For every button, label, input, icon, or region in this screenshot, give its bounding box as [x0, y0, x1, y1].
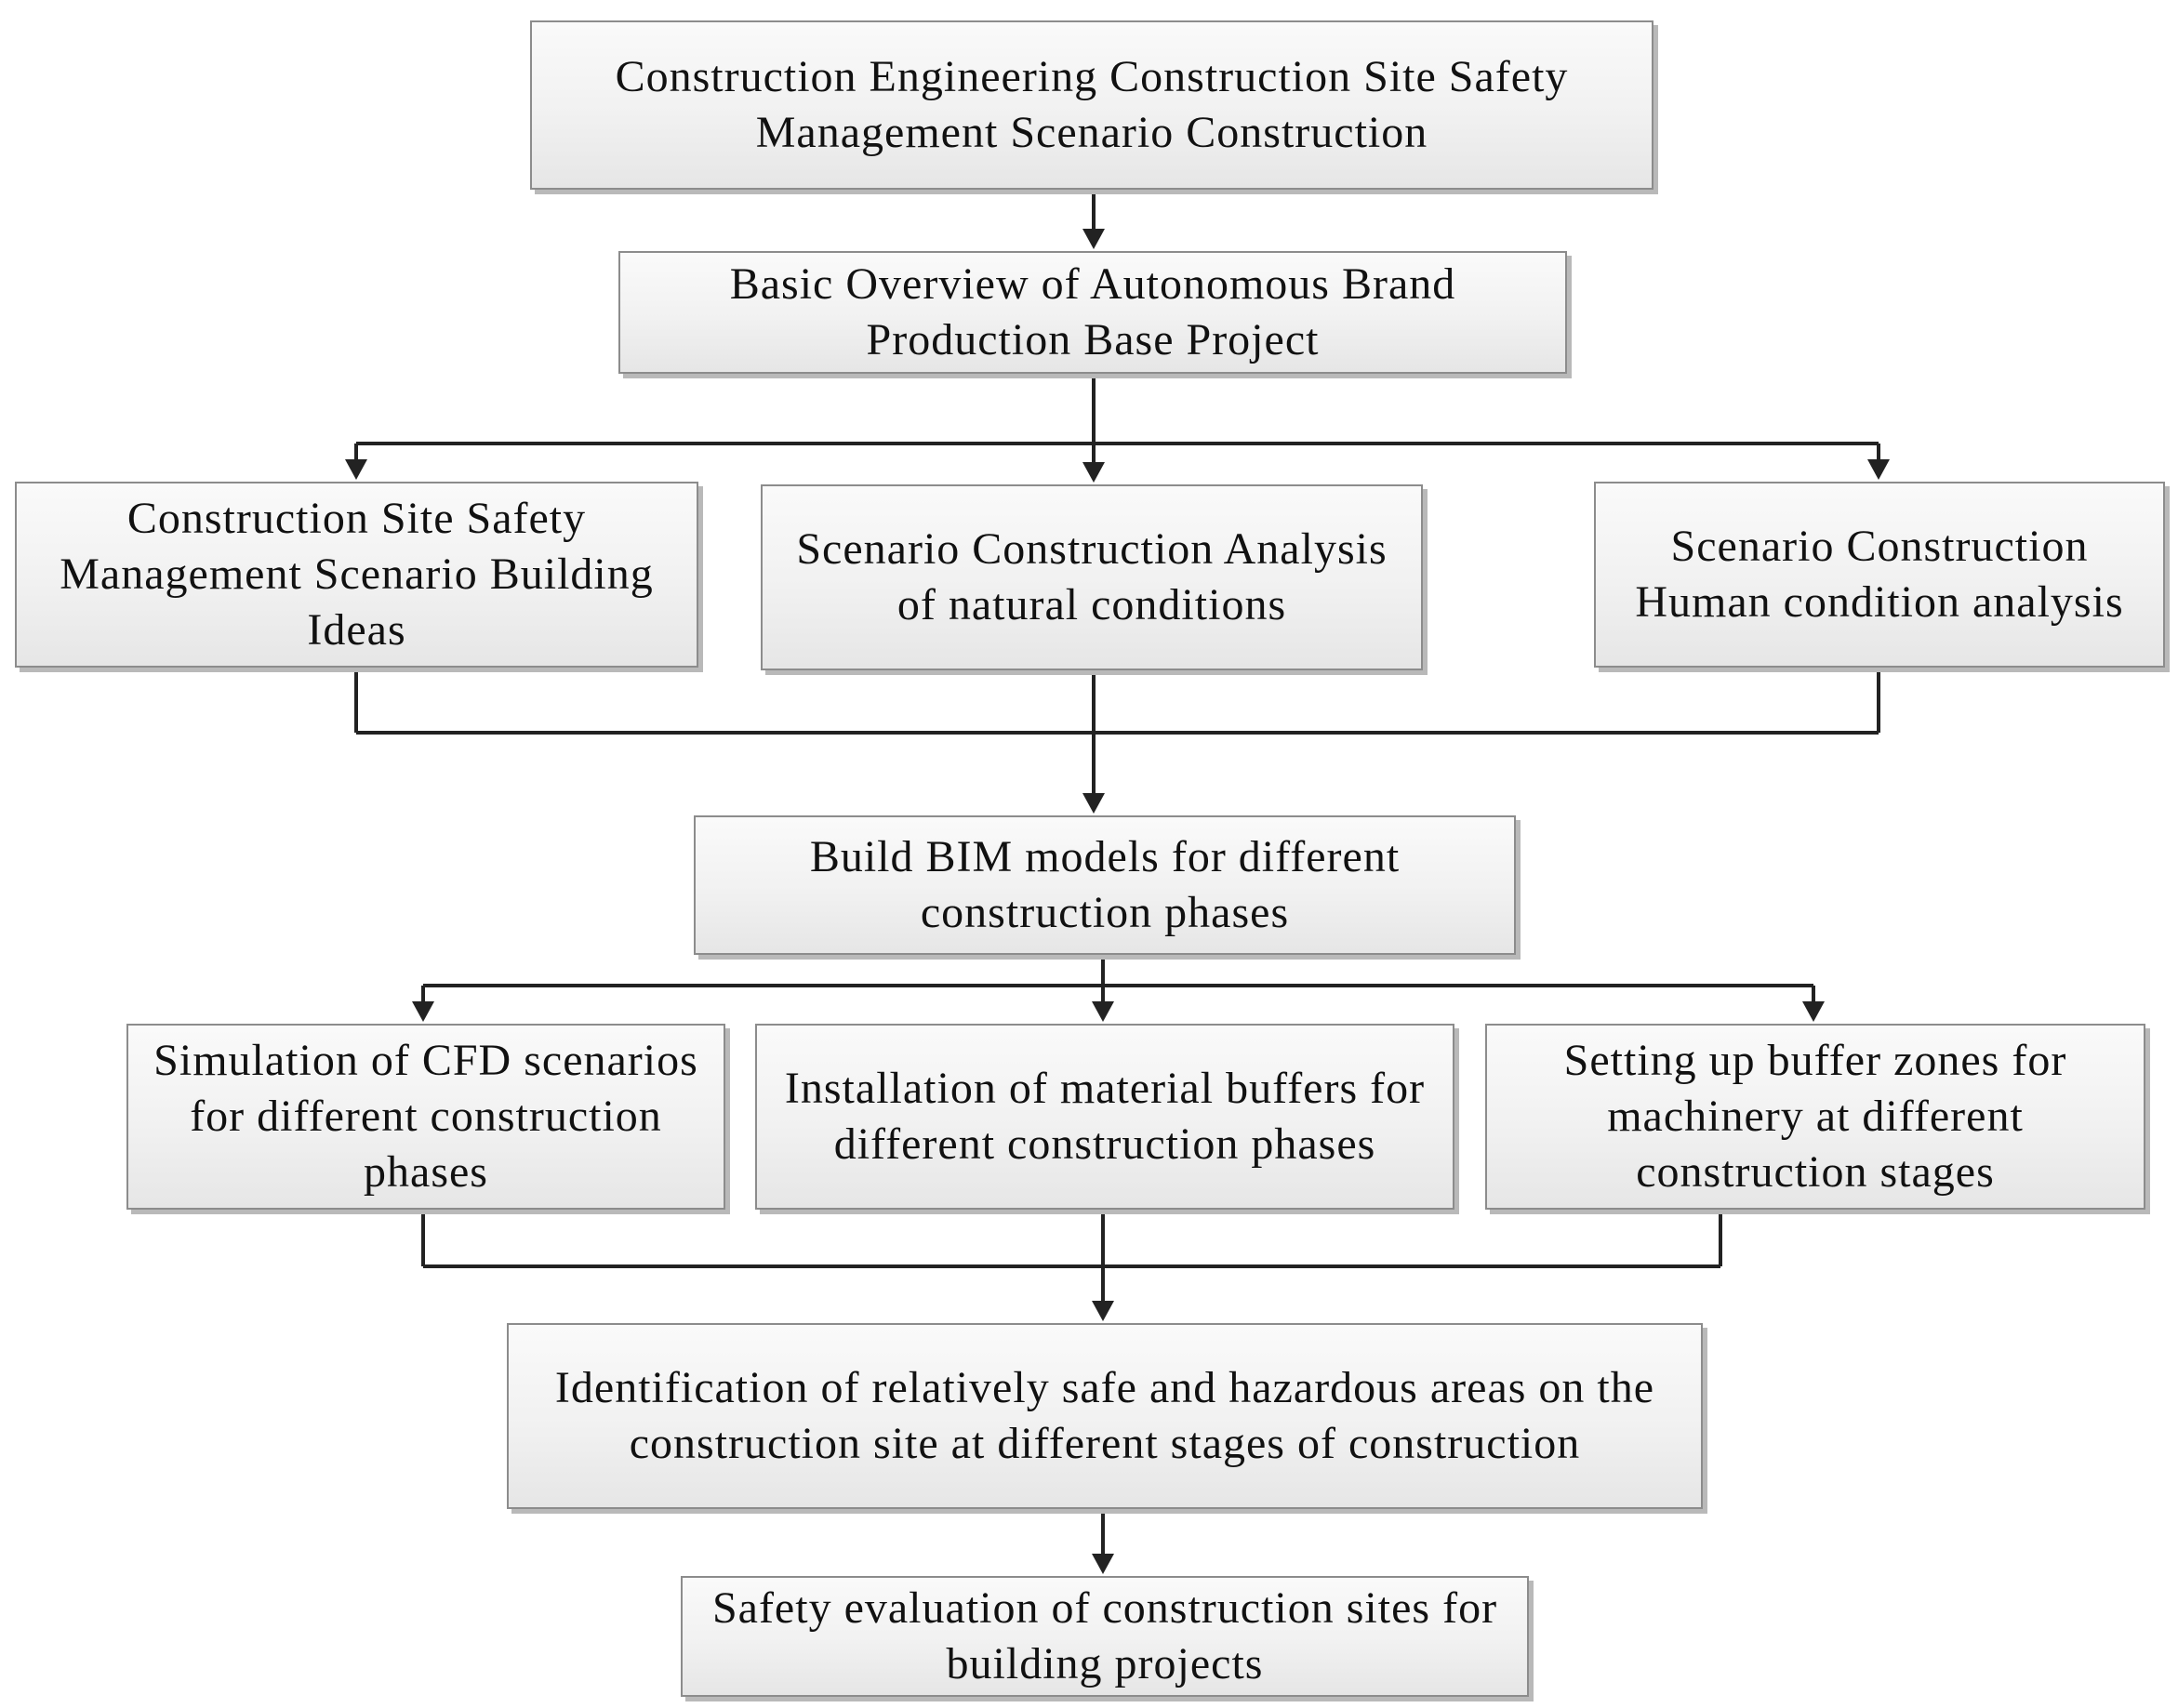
node-safety-evaluation: Safety evaluation of construction sites … — [681, 1576, 1529, 1697]
node-machinery-buffer-zones: Setting up buffer zones for machinery at… — [1485, 1024, 2145, 1210]
arrowhead — [1082, 793, 1105, 814]
arrowhead — [1867, 459, 1890, 480]
arrowhead — [1092, 1554, 1114, 1574]
arrowhead — [1082, 462, 1105, 483]
arrowhead — [345, 459, 367, 480]
node-natural-conditions-analysis: Scenario Construction Analysis of natura… — [761, 484, 1423, 670]
arrowhead — [412, 1001, 434, 1022]
node-label: Scenario Construction Analysis of natura… — [796, 524, 1388, 629]
node-label: Construction Site Safety Management Scen… — [60, 494, 654, 655]
arrowhead — [1092, 1301, 1114, 1321]
node-label: Construction Engineering Construction Si… — [615, 52, 1569, 157]
node-safe-hazardous-identification: Identification of relatively safe and ha… — [507, 1323, 1703, 1509]
arrowhead — [1082, 229, 1105, 249]
node-build-bim-models: Build BIM models for different construct… — [694, 815, 1516, 955]
node-label: Scenario Construction Human condition an… — [1635, 522, 2124, 627]
node-scenario-building-ideas: Construction Site Safety Management Scen… — [15, 482, 698, 668]
node-label: Basic Overview of Autonomous Brand Produ… — [729, 259, 1456, 364]
node-project-overview: Basic Overview of Autonomous Brand Produ… — [618, 251, 1567, 374]
node-site-safety-scenario-construction: Construction Engineering Construction Si… — [530, 20, 1653, 190]
node-label: Installation of material buffers for dif… — [784, 1064, 1426, 1169]
node-label: Build BIM models for different construct… — [809, 832, 1401, 937]
node-label: Identification of relatively safe and ha… — [554, 1363, 1655, 1468]
node-label: Simulation of CFD scenarios for differen… — [153, 1036, 698, 1197]
node-cfd-simulation: Simulation of CFD scenarios for differen… — [126, 1024, 725, 1210]
arrowhead — [1802, 1001, 1825, 1022]
arrowhead — [1092, 1001, 1114, 1022]
node-label: Safety evaluation of construction sites … — [711, 1583, 1498, 1688]
node-human-condition-analysis: Scenario Construction Human condition an… — [1594, 482, 2165, 668]
node-material-buffers: Installation of material buffers for dif… — [755, 1024, 1454, 1210]
node-label: Setting up buffer zones for machinery at… — [1563, 1036, 2067, 1197]
